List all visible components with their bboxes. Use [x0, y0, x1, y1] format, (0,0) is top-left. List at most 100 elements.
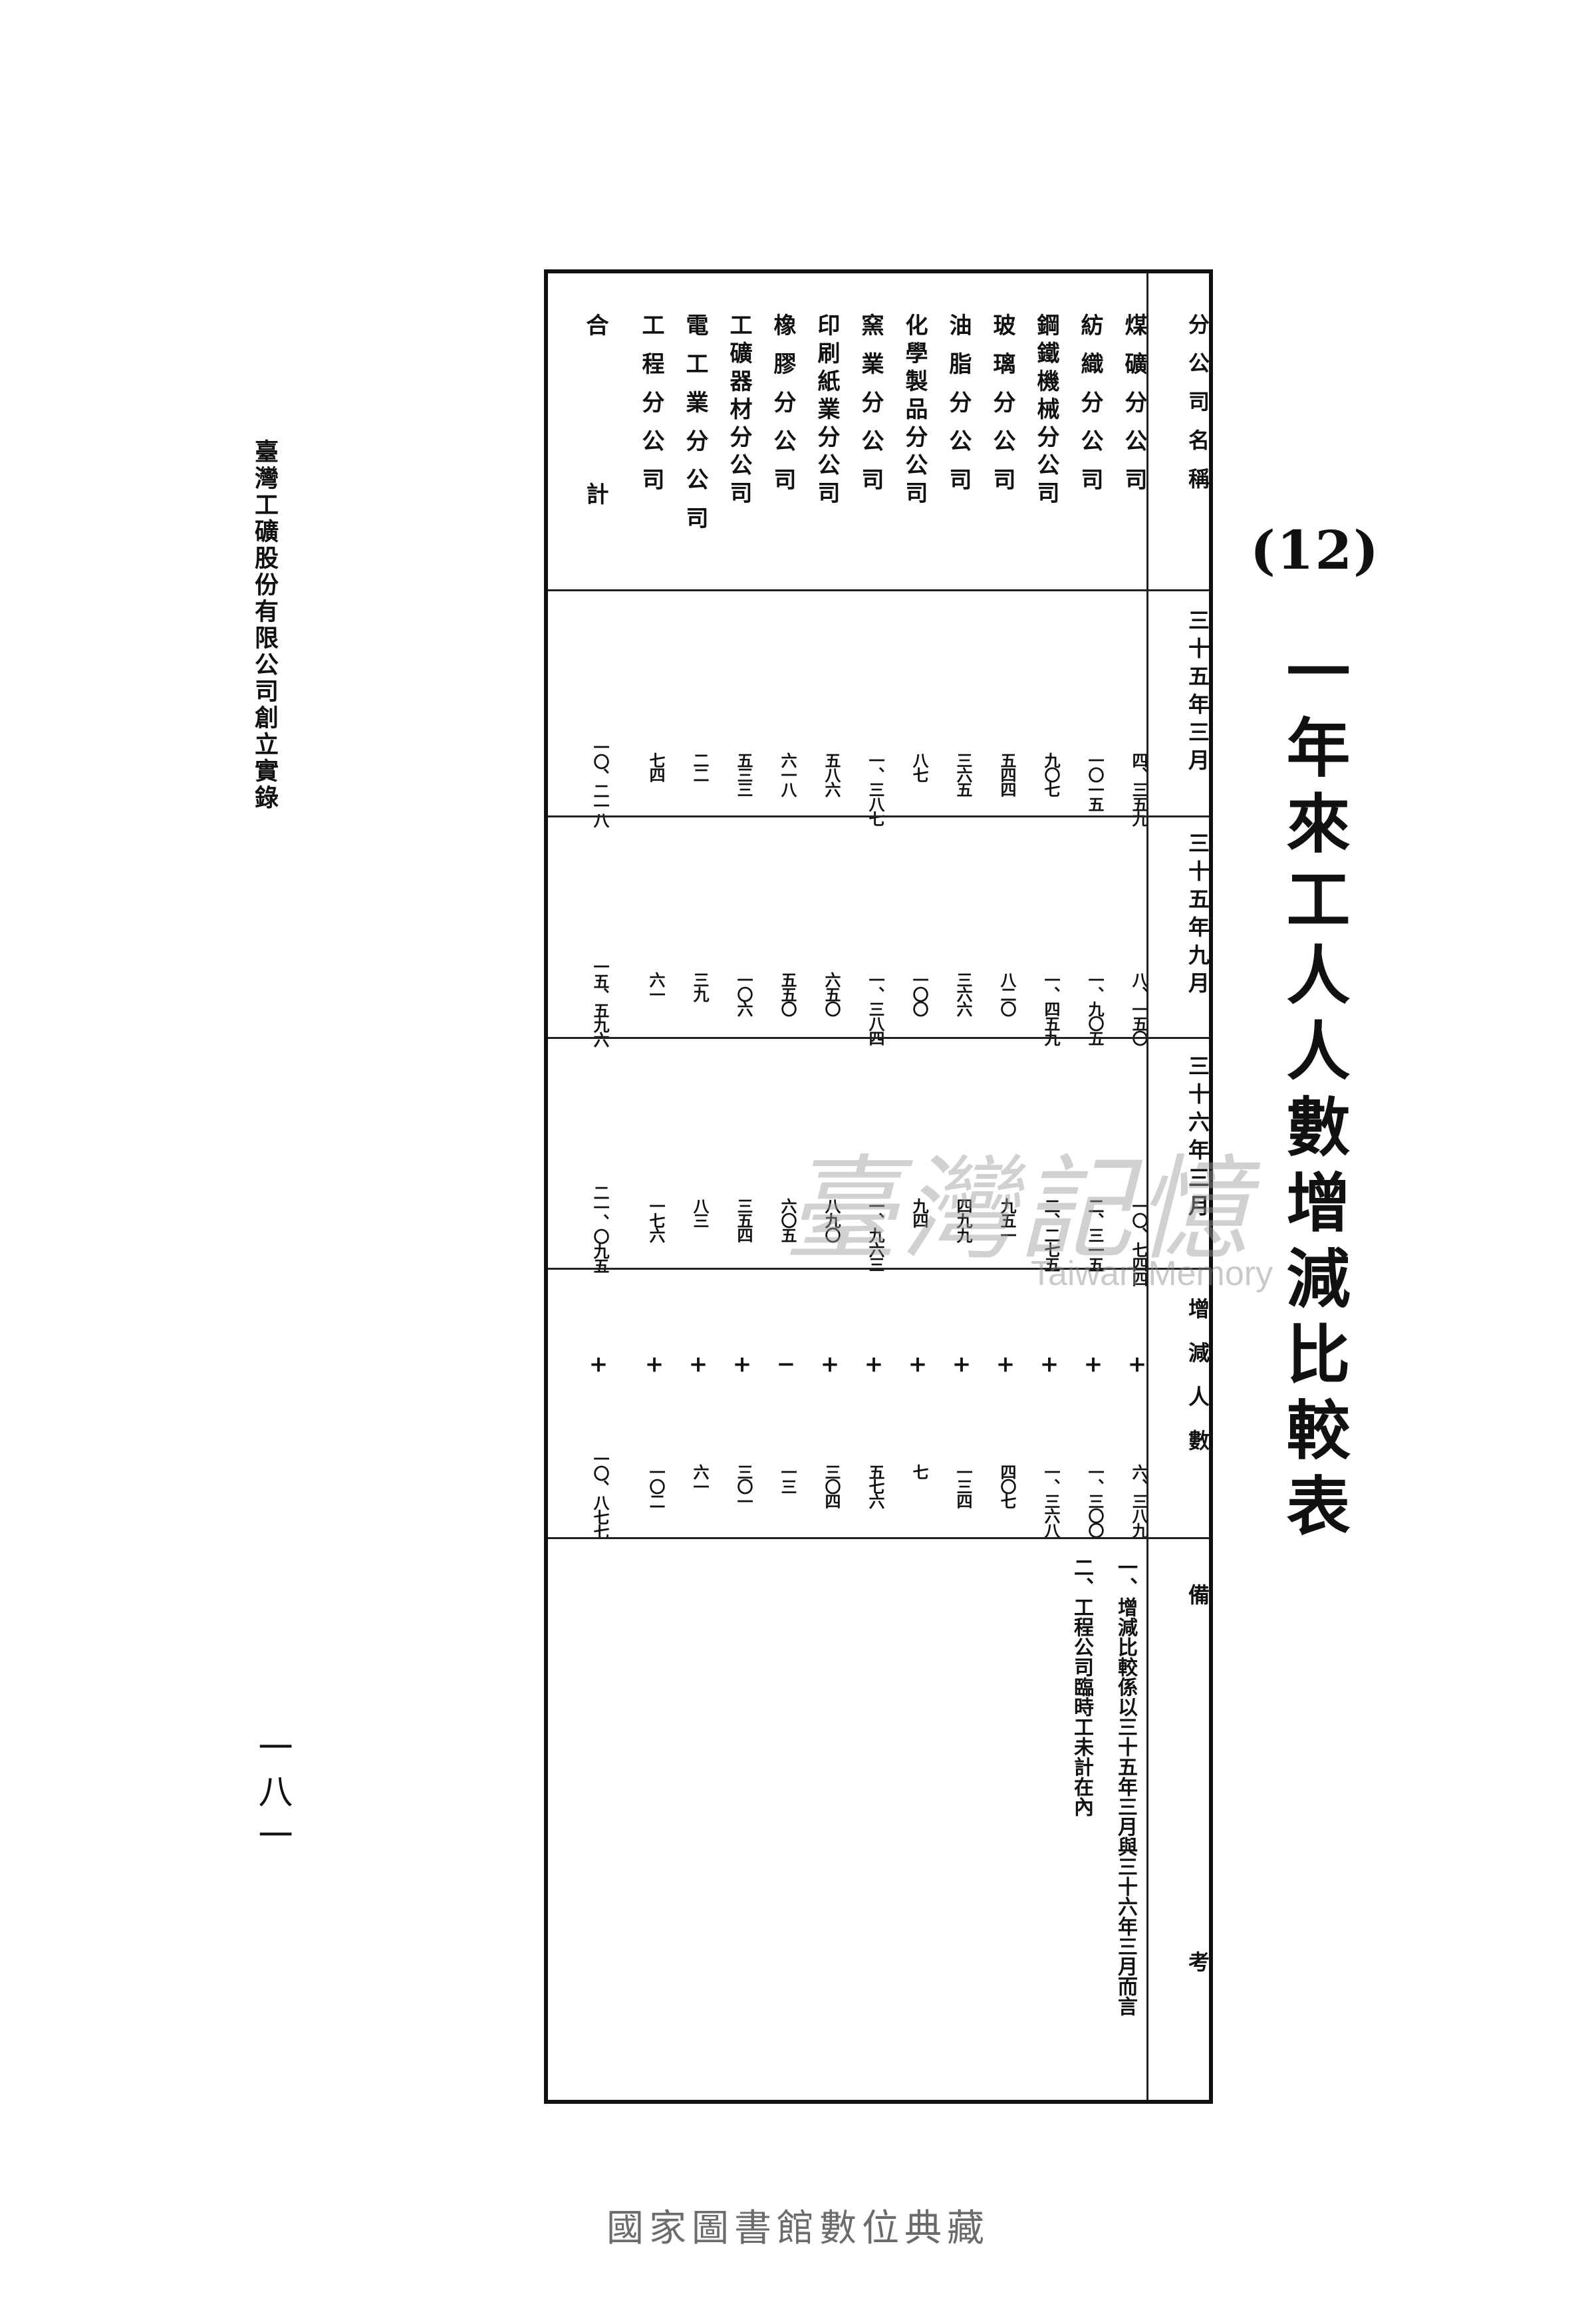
row-change: 三〇一	[734, 1464, 753, 1508]
row-name: 玻璃分公司	[989, 313, 1015, 506]
table-row: 鋼鐵機械分公司 九〇七 一、四五九 二、二七五 + 一、三六八	[1019, 273, 1063, 2100]
row-sign: +	[585, 1351, 612, 1377]
row-sep35: 一〇六	[734, 972, 753, 1016]
row-name: 油脂分公司	[945, 313, 972, 506]
row-sign: +	[641, 1351, 668, 1377]
row-change: 六、三八九	[1129, 1464, 1148, 1537]
row-change: 六一	[690, 1464, 710, 1493]
row-sep35: 三九	[690, 972, 710, 1001]
watermark-cn: 臺灣記憶	[785, 1144, 1254, 1276]
row-sign: +	[948, 1351, 975, 1377]
row-mar35: 五四四	[998, 752, 1017, 796]
running-head: 臺灣工礦股份有限公司創立實錄	[251, 439, 279, 811]
row-change: 三〇四	[822, 1464, 841, 1508]
row-mar35: 四、三五九	[1129, 752, 1148, 825]
row-mar35: 九〇七	[1041, 752, 1061, 796]
row-name: 工程分公司	[638, 313, 664, 506]
row-sep35: 八二〇	[998, 972, 1017, 1016]
row-sign: +	[1036, 1351, 1063, 1377]
page-number: 一八一	[252, 1729, 292, 1861]
row-change: 一三	[778, 1464, 797, 1493]
header-divider	[1146, 273, 1148, 2100]
table-row: 化學製品分公司 八七 一〇〇 九四 + 七	[887, 273, 931, 2100]
row-change: 七	[910, 1464, 929, 1479]
table-row: 工礦器材分公司 五三三 一〇六 三五四 + 三〇一	[712, 273, 755, 2100]
row-change: 五七六	[866, 1464, 885, 1508]
table-row: 窯業分公司 一、三八七 一、三八四 一、九六三 + 五七六	[843, 273, 887, 2100]
header-remarks: 備考	[1185, 1584, 1210, 2318]
row-divider	[548, 1268, 1209, 1270]
table-row: 煤礦分公司 四、三五九 八、一五〇 一〇、七四四 + 六、三八九	[1107, 273, 1150, 2100]
header-mar35: 三十五年三月	[1185, 609, 1210, 777]
row-name: 窯業分公司	[857, 313, 884, 506]
row-sep35: 一〇〇	[910, 972, 929, 1016]
row-mar36: 三五四	[734, 1198, 753, 1242]
table-row: 橡膠分公司 六一八 五五〇 六〇五 − 一三	[755, 273, 799, 2100]
row-mar35: 一〇、二一八	[591, 739, 610, 827]
row-name: 鋼鐵機械分公司	[1033, 313, 1059, 509]
row-sep35: 八、一五〇	[1129, 972, 1148, 1045]
row-mar35: 一〇一五	[1085, 752, 1105, 811]
header-change: 增減人數	[1185, 1298, 1210, 1473]
row-mar36: 二、二七五	[1041, 1198, 1061, 1271]
row-sep35: 一、九〇五	[1085, 972, 1105, 1045]
row-name: 合計	[582, 313, 608, 651]
row-mar35: 八七	[910, 752, 929, 782]
row-mar36: 一、九六三	[866, 1198, 885, 1271]
row-mar35: 一、三八七	[866, 752, 885, 825]
row-sep35: 六五〇	[822, 972, 841, 1016]
remark-note: 二、工程公司臨時工未計在內	[1070, 1557, 1093, 1816]
header-column: 分公司名稱 三十五年三月 三十五年九月 三十六年三月 增減人數 備考	[1150, 273, 1213, 2318]
header-name: 分公司名稱	[1185, 313, 1210, 506]
remark-note: 一、增減比較係以三十五年三月與三十六年三月而言	[1114, 1557, 1137, 2016]
row-mar35: 二二	[690, 752, 710, 782]
table-row: 油脂分公司 三六五 三六六 四九九 + 一三四	[931, 273, 975, 2100]
table-row-total: 合計 一〇、二一八 一五、五九六 二一、〇九五 + 一〇、八七七	[568, 273, 612, 2100]
header-mar36: 三十六年三月	[1185, 1055, 1210, 1223]
row-change: 一〇二	[646, 1464, 666, 1508]
row-mar36: 八九〇	[822, 1198, 841, 1242]
row-name: 電工業分公司	[682, 313, 708, 545]
table-row: 電工業分公司 二二 三九 八三 + 六一	[668, 273, 712, 2100]
archive-footer: 國家圖書館數位典藏	[606, 2207, 990, 2250]
row-sep35: 六一	[646, 972, 666, 1001]
row-mar35: 六一八	[778, 752, 797, 796]
row-mar36: 九四	[910, 1198, 929, 1227]
row-sign: +	[992, 1351, 1019, 1377]
row-mar36: 一七六	[646, 1198, 666, 1242]
row-name: 橡膠分公司	[769, 313, 796, 506]
row-mar36: 六〇五	[778, 1198, 797, 1242]
table-number: (12)	[1250, 519, 1381, 581]
row-mar36: 一〇、七四四	[1129, 1198, 1148, 1286]
row-sign: +	[861, 1351, 887, 1377]
row-sign: +	[1124, 1351, 1150, 1377]
row-name: 煤礦分公司	[1121, 313, 1147, 506]
row-mar35: 七四	[646, 752, 666, 782]
row-sign: −	[773, 1351, 799, 1377]
row-sign: +	[817, 1351, 843, 1377]
row-sep35: 一五、五九六	[591, 958, 610, 1046]
row-sep35: 一、四五九	[1041, 972, 1061, 1045]
row-change: 一、三六八	[1041, 1464, 1061, 1537]
table-row: 印刷紙業分公司 五八六 六五〇 八九〇 + 三〇四	[799, 273, 843, 2100]
row-mar35: 五三三	[734, 752, 753, 796]
row-mar36: 四九九	[954, 1198, 973, 1242]
row-change: 四〇七	[998, 1464, 1017, 1508]
row-divider	[548, 1537, 1209, 1539]
statistics-table: 分公司名稱 三十五年三月 三十五年九月 三十六年三月 增減人數 備考 煤礦分公司…	[544, 269, 1213, 2318]
row-name: 化學製品分公司	[901, 313, 928, 509]
row-sign: +	[904, 1351, 931, 1377]
row-sign: +	[685, 1351, 712, 1377]
row-mar36: 二、三一五	[1085, 1198, 1105, 1271]
row-sep35: 五五〇	[778, 972, 797, 1016]
row-sign: +	[729, 1351, 755, 1377]
header-sep35: 三十五年九月	[1185, 832, 1210, 1000]
table-title: 一年來工人人數增減比較表	[1275, 639, 1351, 1548]
row-sep35: 三六六	[954, 972, 973, 1016]
row-divider	[548, 1037, 1209, 1039]
row-name: 紡織分公司	[1077, 313, 1103, 506]
row-mar36: 九五一	[998, 1198, 1017, 1242]
row-sign: +	[1080, 1351, 1107, 1377]
row-mar35: 三六五	[954, 752, 973, 796]
table-row: 工程分公司 七四 六一 一七六 + 一〇二	[624, 273, 668, 2100]
